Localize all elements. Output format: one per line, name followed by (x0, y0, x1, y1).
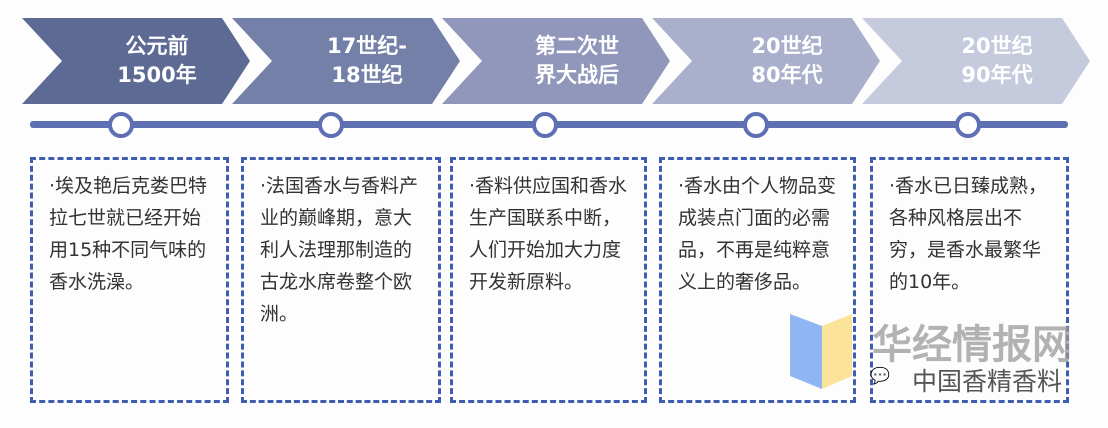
timeline-node (318, 112, 344, 138)
stage-description-1: ·埃及艳后克娄巴特拉七世就已经开始用15种不同气味的香水洗澡。 (30, 157, 229, 403)
timeline-node (532, 112, 558, 138)
stage-chevron-1: 公元前 1500年 (22, 18, 272, 104)
stage-title: 20世纪 (751, 34, 823, 58)
stage-title: 界大战后 (535, 63, 619, 87)
timeline-node (743, 112, 769, 138)
timeline-node (108, 112, 134, 138)
stage-description-4: ·香水由个人物品变成装点门面的必需品，不再是纯粹意义上的奢侈品。 (659, 157, 856, 403)
watermark-wechat: 中国香精香料 (912, 367, 1063, 396)
timeline-node (955, 112, 981, 138)
stage-chevron-5: 20世纪 90年代 (862, 18, 1108, 104)
stage-title: 90年代 (961, 63, 1033, 87)
stage-title: 公元前 (125, 34, 189, 58)
stage-title: 80年代 (751, 63, 823, 87)
stage-description-2: ·法国香水与香料产业的巅峰期，意大利人法理那制造的古龙水席卷整个欧洲。 (241, 157, 441, 403)
stage-description-3: ·香料供应国和香水生产国联系中断，人们开始加大力度开发新原料。 (450, 157, 647, 403)
stage-title: 17世纪- (327, 34, 407, 58)
wechat-icon: 💬 (870, 366, 890, 385)
watermark-brand: 华经情报网 (872, 322, 1072, 368)
stage-chevron-4: 20世纪 80年代 (652, 18, 902, 104)
stage-title: 1500年 (117, 63, 197, 87)
stage-title: 第二次世 (535, 34, 619, 58)
stage-title: 18世纪 (331, 63, 403, 87)
stage-chevron-2: 17世纪- 18世纪 (232, 18, 482, 104)
stage-title: 20世纪 (961, 34, 1033, 58)
watermark-logo-icon (790, 314, 852, 389)
stage-description-5: ·香水已日臻成熟，各种风格层出不穷，是香水最繁华的10年。 (870, 157, 1069, 403)
stage-chevron-3: 第二次世界大战后 (442, 18, 692, 104)
